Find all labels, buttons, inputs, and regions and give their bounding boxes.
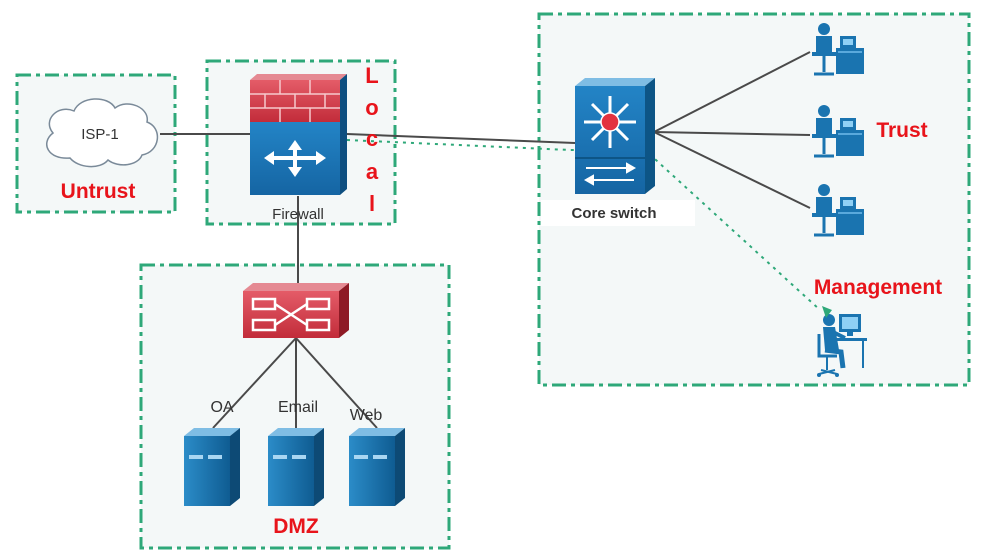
server-label: Email xyxy=(278,399,318,416)
admin-user-icon xyxy=(817,314,867,377)
trust-users xyxy=(812,23,864,237)
zone-label-local-letter: l xyxy=(369,191,375,216)
dmz-servers: OA Email Web xyxy=(184,399,405,506)
firewall-label: Firewall xyxy=(272,206,324,223)
firewall: Firewall xyxy=(250,74,347,223)
link-core-user3 xyxy=(653,131,811,209)
link-firewall-core xyxy=(346,133,576,144)
firewall-icon xyxy=(250,74,347,195)
core-switch-label: Core switch xyxy=(571,205,656,222)
mgmt-link xyxy=(346,139,821,311)
server: Web xyxy=(349,407,405,506)
core-switch-label-bg xyxy=(541,200,695,226)
zone-label-management: Management xyxy=(814,276,942,299)
zone-label-local-letter: a xyxy=(366,159,379,184)
link-dmz-oa xyxy=(212,337,297,429)
server-icon xyxy=(268,428,324,506)
server-icon xyxy=(349,428,405,506)
isp-cloud: ISP-1 xyxy=(46,98,158,168)
server: Email xyxy=(268,399,324,506)
zone-label-untrust: Untrust xyxy=(61,180,136,203)
dmz-switch xyxy=(243,283,349,338)
zone-trust-management xyxy=(537,12,971,387)
zone-label-local-letter: c xyxy=(366,126,378,151)
zone-label-trust: Trust xyxy=(876,119,927,142)
user-pc-icon xyxy=(812,184,864,237)
zone-label-local-letter: o xyxy=(365,95,378,120)
switch-icon xyxy=(243,283,349,338)
user-pc-icon xyxy=(812,23,864,76)
link-core-user2 xyxy=(653,131,811,136)
links xyxy=(160,51,821,429)
link-core-user1 xyxy=(653,51,811,133)
cloud-icon xyxy=(46,98,158,168)
core-switch-icon xyxy=(575,78,655,194)
zone-label-local-letter: L xyxy=(365,63,378,88)
server: OA xyxy=(184,399,240,506)
core-switch: Core switch xyxy=(541,78,695,226)
link-dmz-web xyxy=(295,337,378,429)
server-icon xyxy=(184,428,240,506)
zone-label-dmz: DMZ xyxy=(273,515,319,538)
server-label: OA xyxy=(210,399,233,416)
isp-label: ISP-1 xyxy=(81,126,119,143)
user-pc-icon xyxy=(812,105,864,158)
admin-user xyxy=(817,306,867,377)
mgmt-arrow-icon xyxy=(822,306,832,318)
server-label: Web xyxy=(350,407,383,424)
